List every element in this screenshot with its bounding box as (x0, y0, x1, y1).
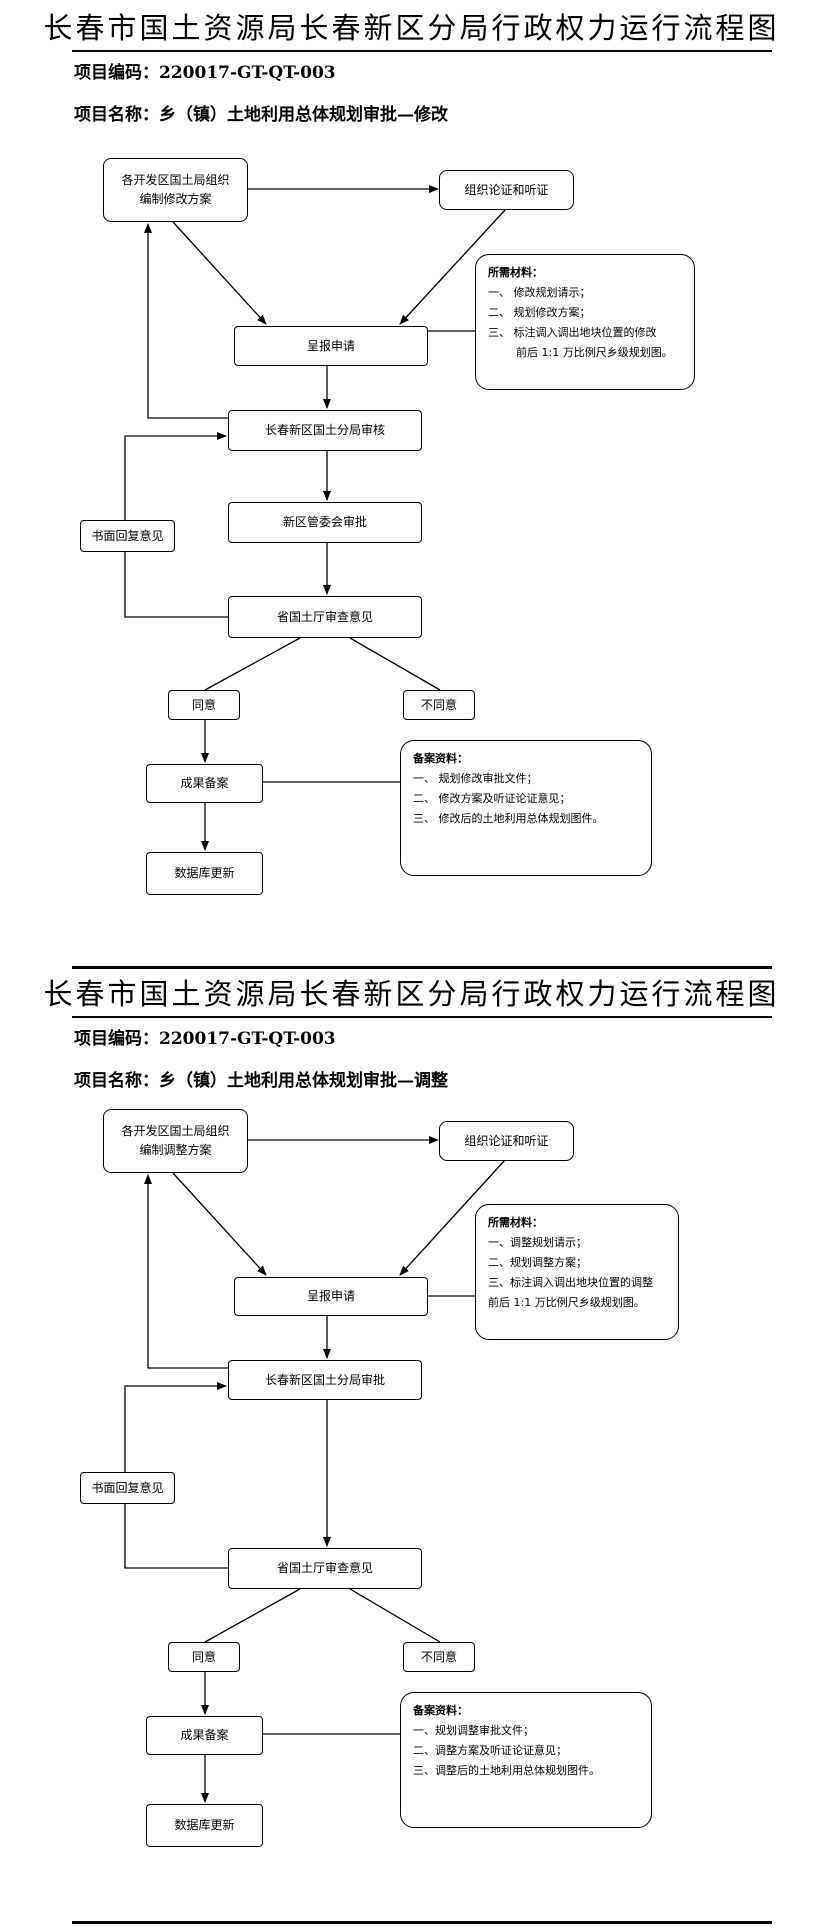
node-committee-approval: 新区管委会审批 (228, 502, 422, 543)
node-written-reply: 书面回复意见 (80, 520, 175, 552)
node-submit: 呈报申请 (234, 1277, 428, 1316)
section-bottom-rule (72, 1921, 772, 1924)
node-written-reply: 书面回复意见 (80, 1472, 175, 1504)
node-agree: 同意 (168, 1642, 240, 1672)
flow-connectors (124, 185, 506, 851)
node-filing: 成果备案 (146, 1716, 263, 1755)
node-hearing: 组织论证和听证 (439, 1121, 574, 1161)
node-filing: 成果备案 (146, 764, 263, 803)
node-disagree: 不同意 (403, 1642, 475, 1672)
note-filing-documents: 备案资料： 一、 规划修改审批文件； 二、 修改方案及听证论证意见； 三、 修改… (400, 740, 652, 876)
node-database-update: 数据库更新 (146, 1804, 263, 1847)
node-disagree: 不同意 (403, 690, 475, 720)
node-bureau-review: 长春新区国土分局审核 (228, 410, 422, 451)
flowchart-section-modify: 长春市国土资源局长春新区分局行政权力运行流程图 项目编码：220017-GT-Q… (43, 11, 780, 895)
flowchart-section-adjust: 长春市国土资源局长春新区分局行政权力运行流程图 项目编码：220017-GT-Q… (0, 966, 823, 1932)
section-top-rule (72, 966, 772, 969)
project-code: 项目编码：220017-GT-QT-003 (74, 1029, 336, 1049)
node-draft-plan: 各开发区国土局组织编制调整方案 (103, 1109, 248, 1173)
note-required-materials: 所需材料： 一、 修改规划请示； 二、 规划修改方案； 三、 标注调入调出地块位… (475, 254, 695, 390)
project-name: 项目名称：乡（镇）土地利用总体规划审批—调整 (74, 1071, 448, 1091)
node-hearing: 组织论证和听证 (439, 170, 574, 210)
note-required-materials: 所需材料： 一、调整规划请示； 二、规划调整方案； 三、标注调入调出地块位置的调… (475, 1204, 679, 1340)
node-agree: 同意 (168, 690, 240, 720)
node-draft-plan: 各开发区国土局组织编制修改方案 (103, 158, 248, 222)
node-province-opinion: 省国土厅审查意见 (228, 1548, 422, 1589)
title-rule (72, 1016, 772, 1018)
title-rule (72, 50, 772, 52)
node-bureau-approval: 长春新区国土分局审批 (228, 1360, 422, 1400)
page-title: 长春市国土资源局长春新区分局行政权力运行流程图 (43, 977, 780, 1011)
project-code: 项目编码：220017-GT-QT-003 (74, 63, 336, 83)
project-name: 项目名称：乡（镇）土地利用总体规划审批—修改 (74, 105, 448, 125)
node-province-opinion: 省国土厅审查意见 (228, 596, 422, 638)
flow-connectors (124, 1136, 506, 1803)
node-submit: 呈报申请 (234, 326, 428, 366)
node-database-update: 数据库更新 (146, 852, 263, 895)
note-filing-documents: 备案资料： 一、规划调整审批文件； 二、调整方案及听证论证意见； 三、调整后的土… (400, 1692, 652, 1828)
page-title: 长春市国土资源局长春新区分局行政权力运行流程图 (43, 11, 780, 45)
